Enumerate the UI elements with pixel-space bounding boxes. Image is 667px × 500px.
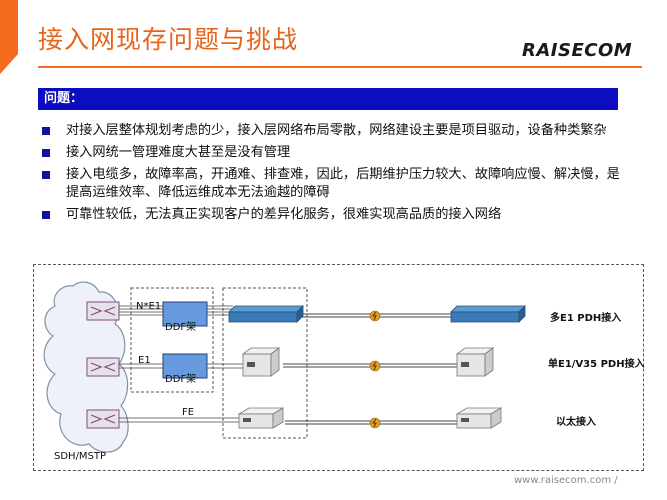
problem-list: 对接入层整体规划考虑的少，接入层网络布局零散，网络建设主要是项目驱动，设备种类繁… <box>40 122 630 228</box>
title-divider <box>38 66 642 68</box>
ddf-frame-1 <box>162 301 208 327</box>
switch-icon <box>86 301 120 321</box>
bullet-square-icon <box>42 171 50 179</box>
link-label-ne1: N*E1 <box>136 301 162 312</box>
e1-link-lines <box>119 363 243 369</box>
ddf-frame-2 <box>162 353 208 379</box>
access-type-multi-e1: 多E1 PDH接入 <box>550 313 622 324</box>
problem-item: 对接入层整体规划考虑的少，接入层网络布局零散，网络建设主要是项目驱动，设备种类繁… <box>40 122 630 140</box>
transmission-lines <box>283 313 457 425</box>
bullet-square-icon <box>42 149 50 157</box>
problem-item: 可靠性较低，无法真正实现客户的差异化服务，很难实现高品质的接入网络 <box>40 206 630 224</box>
desktop-device-icon <box>455 347 495 377</box>
problem-item: 接入网统一管理难度大甚至是没有管理 <box>40 144 630 162</box>
cloud-label: SDH/MSTP <box>54 451 107 462</box>
problem-item: 接入电缆多，故障率高，开通难、排查难，因此，后期维护压力较大、故障响应慢、解决慢… <box>40 166 630 202</box>
bullet-square-icon <box>42 211 50 219</box>
desktop-device-icon <box>241 347 281 377</box>
desktop-device-icon <box>237 407 285 429</box>
slide-title: 接入网现存问题与挑战 <box>38 25 299 54</box>
problem-text: 接入网统一管理难度大甚至是没有管理 <box>66 145 291 160</box>
rack-device-icon <box>228 305 304 323</box>
access-network-diagram: DDF架 DDF架 N*E1 E1 FE SDH/MSTP 多E1 PDH接入 … <box>33 264 645 471</box>
ddf-label-2: DDF架 <box>165 374 197 385</box>
problem-text: 可靠性较低，无法真正实现客户的差异化服务，很难实现高品质的接入网络 <box>66 207 502 222</box>
access-type-single-e1: 单E1/V35 PDH接入 <box>548 359 645 370</box>
raisecom-logo: RAISECOM <box>522 40 633 61</box>
ddf-label-1: DDF架 <box>165 322 197 333</box>
fe-link-lines <box>119 417 241 423</box>
corner-accent-tail <box>0 54 18 74</box>
ne1-link-lines <box>119 305 233 316</box>
desktop-device-icon <box>455 407 503 429</box>
switch-icon <box>86 409 120 429</box>
link-label-fe: FE <box>182 407 195 418</box>
problem-text: 接入电缆多，故障率高，开通难、排查难，因此，后期维护压力较大、故障响应慢、解决慢… <box>66 167 620 200</box>
diagram-canvas <box>43 281 526 453</box>
lightning-icon <box>369 310 381 322</box>
bullet-square-icon <box>42 127 50 135</box>
local-device-group-box <box>222 287 308 439</box>
corner-accent <box>0 0 18 54</box>
switch-icon <box>86 357 120 377</box>
ddf-group-box <box>130 287 214 393</box>
rack-device-icon <box>450 305 526 323</box>
lightning-icon <box>369 360 381 372</box>
section-header-problems: 问题： <box>38 88 618 110</box>
footer-url: www.raisecom.com / <box>514 475 618 486</box>
lightning-icon <box>369 417 381 429</box>
link-label-e1: E1 <box>138 355 151 366</box>
access-type-ethernet: 以太接入 <box>556 417 596 428</box>
problem-text: 对接入层整体规划考虑的少，接入层网络布局零散，网络建设主要是项目驱动，设备种类繁… <box>66 123 607 138</box>
